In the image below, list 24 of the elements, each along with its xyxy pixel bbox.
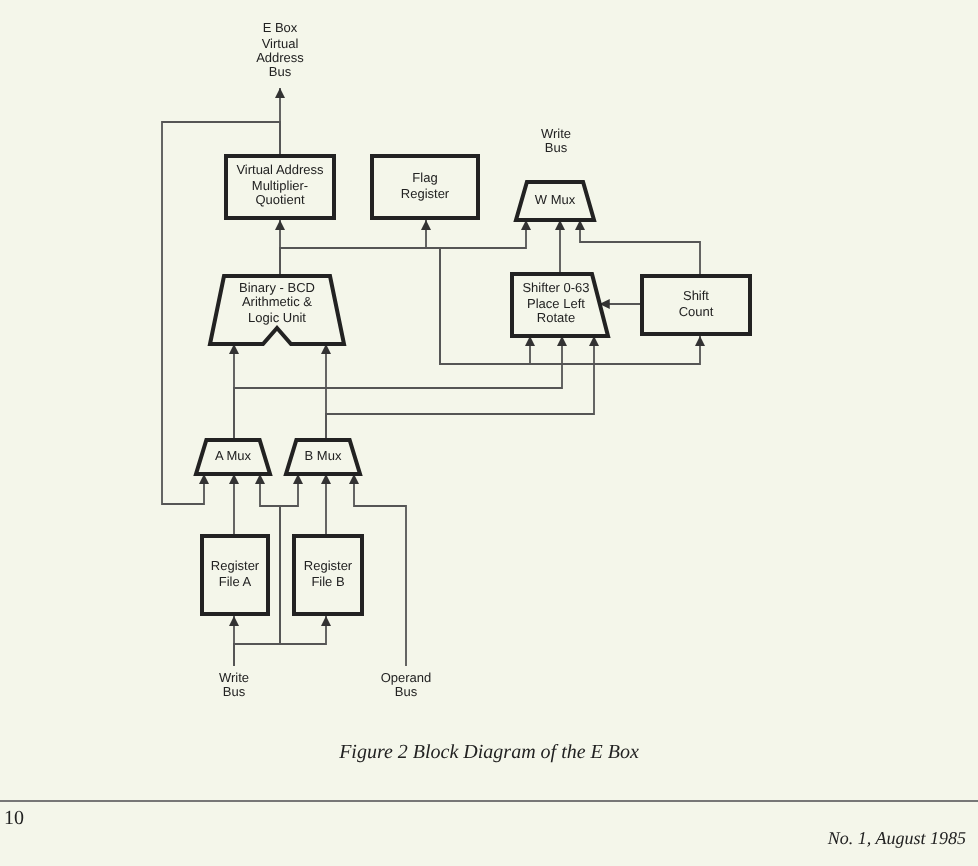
register-box — [640, 274, 752, 336]
register-box — [370, 154, 480, 220]
connector-arrow — [555, 219, 565, 275]
mux-trapezoid — [516, 182, 594, 220]
page-number: 10 — [4, 808, 24, 830]
shifter-shape — [512, 274, 608, 336]
mux-trapezoid — [286, 440, 360, 474]
connector-arrow — [598, 299, 641, 309]
mux-trapezoid — [196, 440, 270, 474]
connector-arrow — [233, 473, 303, 667]
connector-arrow — [325, 335, 599, 441]
connector-arrow — [233, 335, 567, 441]
register-box — [224, 154, 336, 220]
figure-caption: Figure 2 Block Diagram of the E Box — [337, 742, 641, 764]
connector-arrow — [321, 473, 331, 535]
alu-shape — [210, 276, 344, 344]
issue-info: No. 1, August 1985 — [827, 828, 966, 848]
connector-arrow — [575, 219, 701, 275]
connector-arrow — [161, 121, 281, 505]
register-box — [292, 534, 364, 616]
connector-arrow — [349, 473, 407, 667]
connector-arrow — [279, 247, 705, 365]
register-box — [200, 534, 270, 616]
connector-arrow — [229, 473, 239, 535]
